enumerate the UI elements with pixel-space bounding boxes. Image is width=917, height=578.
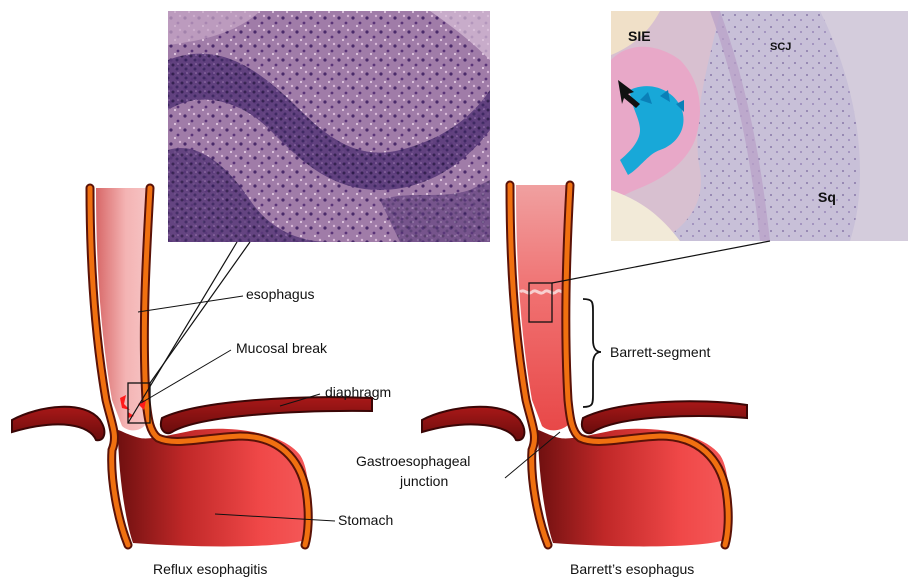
gej-label-line1: Gastroesophageal <box>356 453 470 469</box>
barretts-caption: Barrett’s esophagus <box>570 561 694 577</box>
diaphragm-left-inner <box>161 397 372 433</box>
diaphragm-left-outer <box>12 407 104 440</box>
alcian-blue-micrograph: SIE SCJ Sq <box>611 11 908 241</box>
esophagus-label: esophagus <box>246 286 315 302</box>
gej-label-line2: junction <box>399 473 448 489</box>
he-micrograph <box>168 11 490 242</box>
sq-label: Sq <box>818 189 836 205</box>
barrett-segment-bracket <box>583 299 601 407</box>
reflux-caption: Reflux esophagitis <box>153 561 267 577</box>
diaphragm-label: diaphragm <box>325 384 391 400</box>
stomach-label: Stomach <box>338 512 393 528</box>
barrett-segment-label: Barrett-segment <box>610 344 710 360</box>
reflux-esophagitis-panel: esophagus Mucosal break diaphragm Stomac… <box>12 11 490 577</box>
mucosal-break-label: Mucosal break <box>236 340 328 356</box>
sie-label: SIE <box>628 28 651 44</box>
diaphragm-right-outer <box>422 407 524 440</box>
esophagus-pointer <box>138 296 243 312</box>
scj-label: SCJ <box>770 41 791 53</box>
diaphragm-right-inner <box>582 401 747 433</box>
